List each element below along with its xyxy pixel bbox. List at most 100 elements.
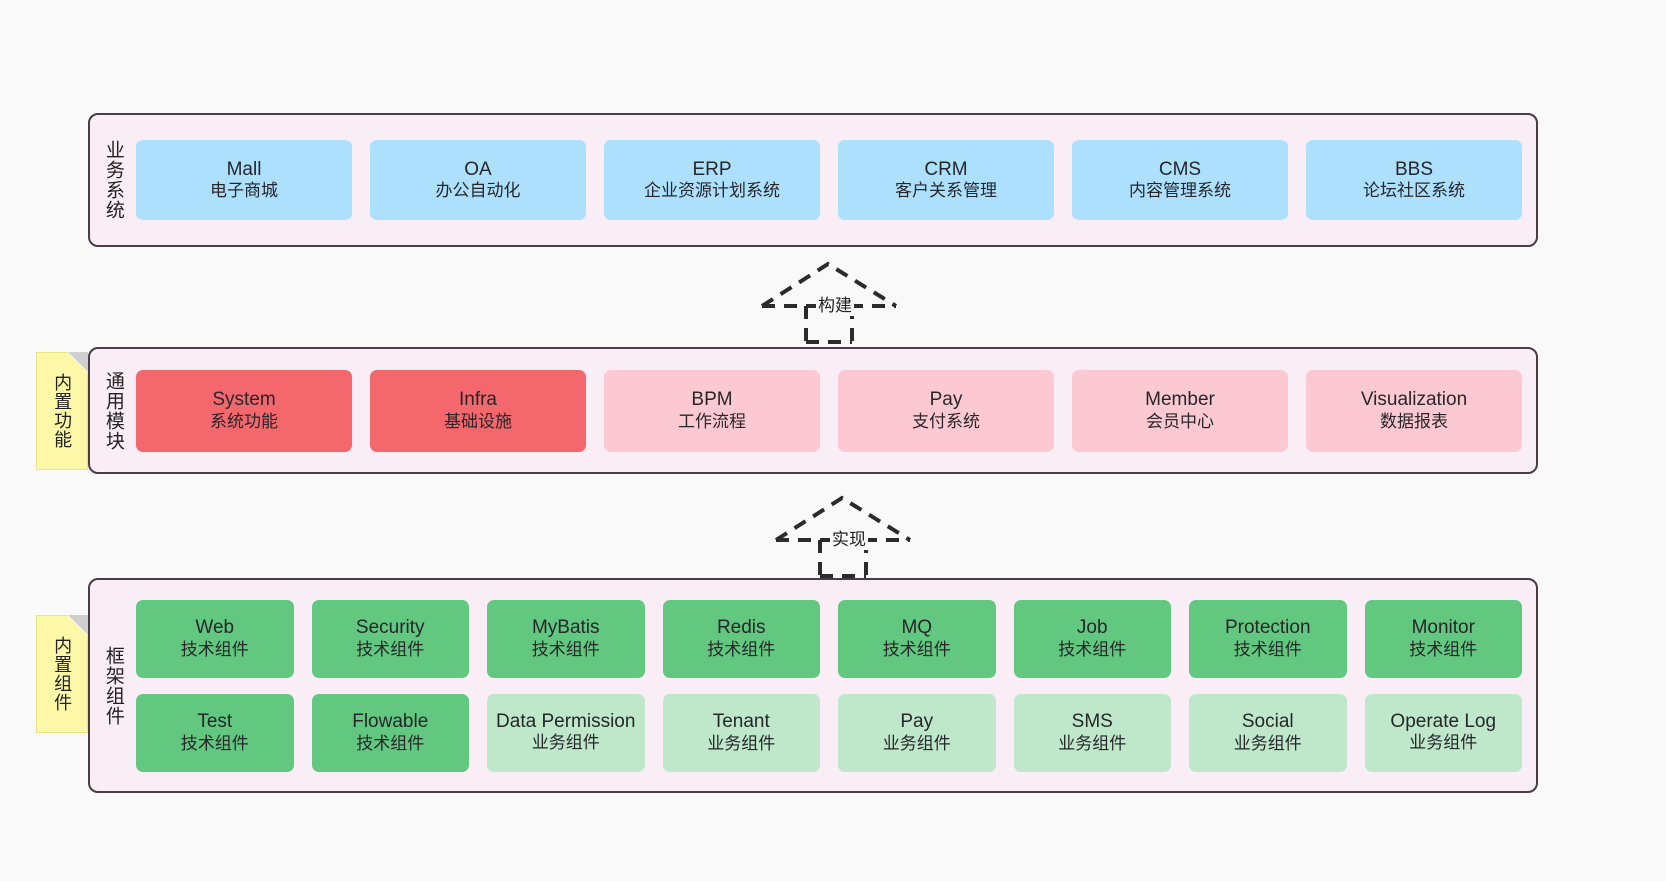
card-title: Monitor	[1411, 617, 1475, 639]
card-title: Mall	[226, 158, 262, 180]
card-subtitle: 技术组件	[1409, 639, 1478, 659]
card-title: System	[212, 389, 276, 411]
note-builtin-function: 内置功能	[36, 352, 88, 470]
card-subtitle: 技术组件	[1058, 639, 1127, 659]
card-subtitle: 内容管理系统	[1129, 181, 1231, 201]
card-title: MyBatis	[531, 617, 600, 639]
connector-implement: 实现	[770, 492, 918, 578]
layer-modules-title: 通用模块	[102, 370, 124, 451]
card-title: Social	[1241, 711, 1294, 733]
card-title: Test	[197, 711, 233, 733]
card-subtitle: 技术组件	[356, 733, 425, 753]
card-subtitle: 基础设施	[444, 411, 512, 431]
card-title: Pay	[929, 389, 963, 411]
card-subtitle: 办公自动化	[435, 181, 521, 201]
layer-business-title: 业务系统	[102, 140, 124, 220]
card-subtitle: 技术组件	[882, 639, 951, 659]
card-title: Infra	[458, 389, 498, 411]
card-subtitle: 业务组件	[1058, 733, 1127, 753]
card-subtitle: 业务组件	[531, 732, 600, 752]
card-title: MQ	[901, 617, 933, 639]
card-title: Data Permission	[496, 711, 636, 733]
card-subtitle: 业务组件	[882, 733, 951, 753]
card-title: Web	[195, 617, 235, 639]
card-subtitle: 技术组件	[707, 639, 776, 659]
card-subtitle: 技术组件	[180, 733, 249, 753]
layer-framework-title: 框架组件	[102, 645, 124, 726]
card-title: Tenant	[712, 711, 770, 733]
card-title: Protection	[1224, 617, 1311, 639]
card-subtitle: 业务组件	[1409, 732, 1478, 752]
card-title: ERP	[692, 158, 732, 180]
card-subtitle: 支付系统	[912, 411, 980, 431]
card-subtitle: 工作流程	[678, 411, 746, 431]
note-builtin-component: 内置组件	[36, 615, 88, 733]
card-title: Visualization	[1360, 389, 1468, 411]
card-subtitle: 会员中心	[1146, 411, 1214, 431]
card-title: CMS	[1158, 158, 1202, 180]
card-title: Flowable	[352, 711, 429, 733]
card-title: Member	[1145, 389, 1215, 411]
card-title: Job	[1076, 617, 1108, 639]
card-subtitle: 技术组件	[180, 639, 249, 659]
card-subtitle: 业务组件	[707, 733, 776, 753]
card-title: Operate Log	[1390, 711, 1497, 733]
card-subtitle: 技术组件	[356, 639, 425, 659]
card-title: SMS	[1071, 711, 1113, 733]
card-subtitle: 企业资源计划系统	[644, 181, 780, 201]
card-title: CRM	[924, 158, 968, 180]
card-subtitle: 客户关系管理	[895, 181, 997, 201]
card-title: Security	[355, 617, 425, 639]
connector-build-label: 构建	[816, 291, 854, 316]
card-subtitle: 论坛社区系统	[1363, 181, 1465, 201]
connector-implement-label: 实现	[830, 525, 868, 550]
card-subtitle: 系统功能	[210, 411, 278, 431]
card-title: Pay	[900, 711, 934, 733]
card-title: OA	[464, 158, 492, 180]
connector-build: 构建	[756, 258, 904, 344]
card-title: BBS	[1394, 158, 1434, 180]
card-subtitle: 电子商城	[210, 181, 278, 201]
card-title: BPM	[691, 389, 733, 411]
card-subtitle: 数据报表	[1380, 411, 1448, 431]
